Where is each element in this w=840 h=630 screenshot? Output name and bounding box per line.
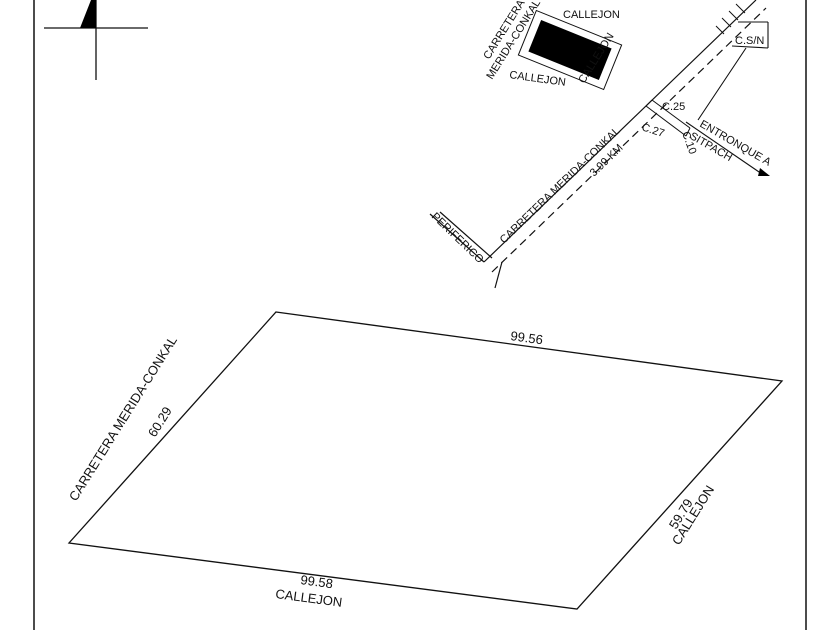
- parcel-top-length: 99.56: [510, 328, 544, 347]
- road-cs-n: [685, 21, 769, 175]
- location-inset-block: CARRETERA MERIDA-CONKAL CALLEJON CALLEJO…: [481, 0, 623, 91]
- label-c25: C.25: [662, 101, 685, 113]
- label-periferico: PERIFERICO: [429, 211, 486, 267]
- cross-street-c25-c27: [645, 99, 691, 137]
- entronque-arrow-icon: [758, 168, 770, 176]
- parcel-labels: 99.56 CARRETERA MERIDA-CONKAL 60.29 59.7…: [66, 328, 717, 610]
- label-c27: C.27: [640, 121, 666, 140]
- sheet-frame: [33, 0, 807, 630]
- label-carretera: CARRETERA MERIDA-CONKAL: [498, 125, 623, 246]
- north-arrow-icon: [44, 0, 148, 80]
- inset-lane-label-top: CALLEJON: [563, 9, 620, 21]
- inset-lane-label-bottom: CALLEJON: [509, 69, 567, 89]
- label-cs-n: C.S/N: [735, 35, 764, 47]
- road-carretera: [483, 0, 767, 289]
- parcel-bottom-length: 99.58: [300, 572, 334, 591]
- parcel-left-length: 60.29: [145, 404, 175, 440]
- road-ticks: [715, 3, 746, 35]
- parcel-outline: [67, 311, 784, 610]
- road-periferico: [429, 211, 493, 263]
- inset-lot: [528, 20, 612, 80]
- parcel-bottom-road: CALLEJON: [275, 586, 344, 610]
